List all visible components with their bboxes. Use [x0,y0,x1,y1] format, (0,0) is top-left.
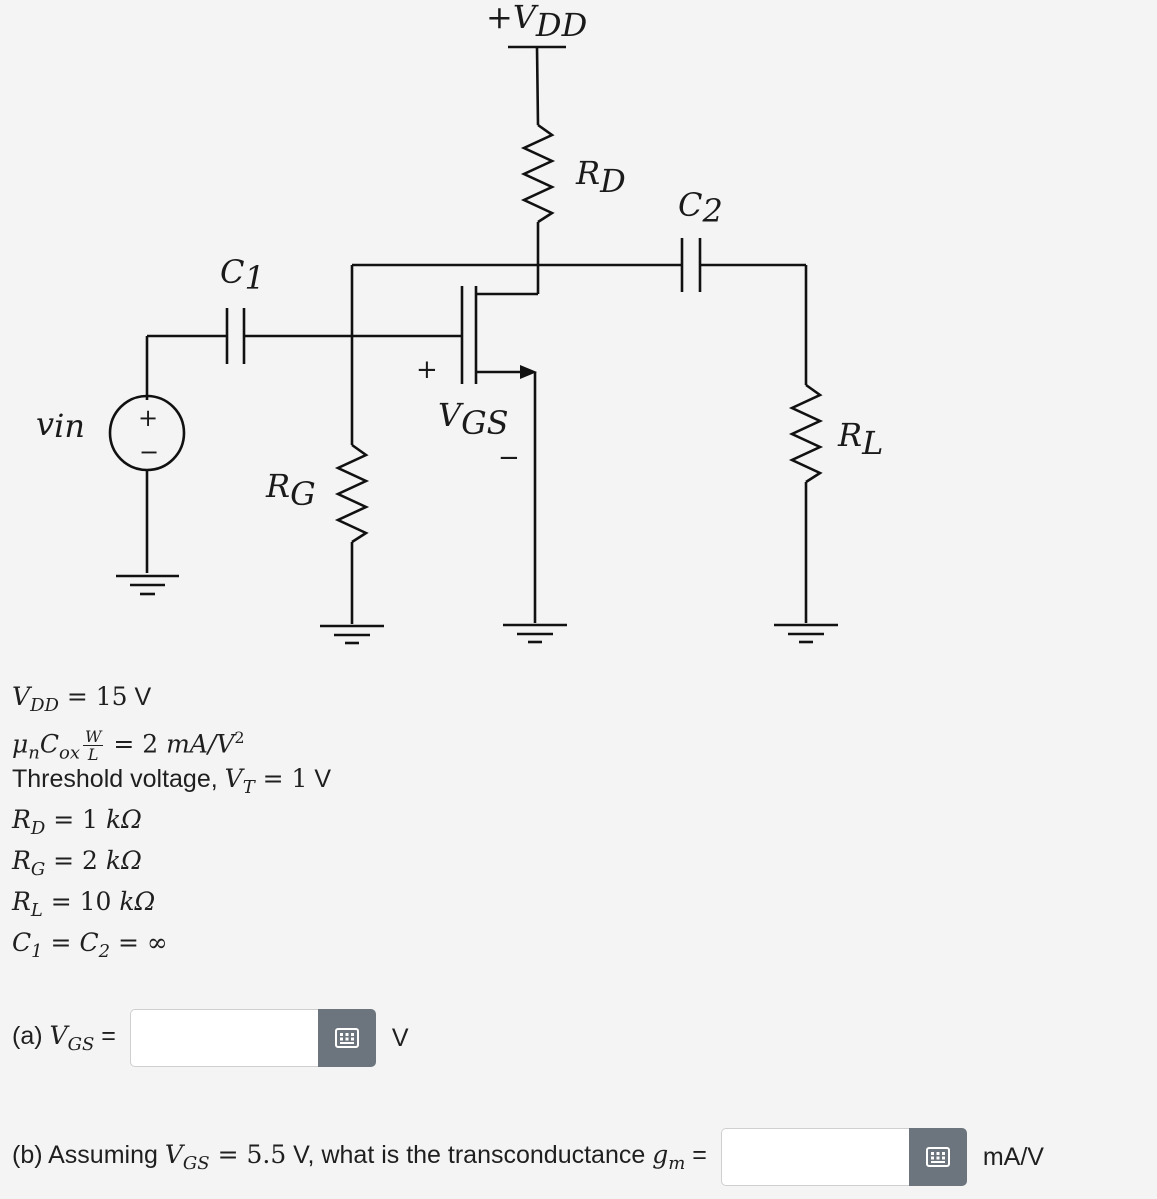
c2-label: C2 [678,186,723,230]
param-rl: RL = 10 kΩ [12,887,156,921]
rg-label: RG [265,467,316,513]
ground-icon [503,623,567,644]
rl-label: RL [837,416,883,462]
rl-resistor [788,383,824,484]
source-plus-sign: + [138,404,158,432]
question-b-label: (b) Assuming VGS = 5.5 V, what is the tr… [12,1140,707,1174]
rg-resistor [334,443,370,544]
rd-resistor [520,123,556,224]
question-b: (b) Assuming VGS = 5.5 V, what is the tr… [12,1128,1044,1186]
keypad-button-a[interactable] [317,1009,376,1067]
rd-label: RD [575,154,626,200]
mosfet-source-arrow [520,365,537,379]
question-a-label: (a) VGS = [12,1021,116,1055]
vin-label: vin [36,405,85,445]
ground-icon [320,624,384,645]
param-rg: RG = 2 kΩ [12,846,142,880]
c1-label: C1 [220,253,265,297]
ground-icon [116,574,179,596]
param-vt: Threshold voltage, VT = 1 V [12,764,332,798]
source-minus-sign: − [139,438,159,466]
circuit-wires [108,45,824,624]
question-a-unit: V [391,1023,409,1052]
vdd-label: +VDD [486,0,587,44]
vgs-minus-sign: − [498,443,520,473]
question-a: (a) VGS = V [12,1009,409,1067]
param-vdd: VDD = 15 V [12,682,152,716]
param-capacitors: C1 = C2 = ∞ [12,928,168,962]
calculator-icon [925,1147,950,1167]
circuit-diagram: +VDD RD C2 C1 vin RG VGS + − RL + − [36,0,883,645]
vgs-answer-input[interactable] [129,1009,318,1067]
question-b-unit: mA/V [982,1142,1044,1171]
gm-answer-input[interactable] [720,1128,909,1186]
calculator-icon [334,1028,359,1048]
vgs-label: VGS [438,396,509,442]
param-rd: RD = 1 kΩ [12,805,142,839]
keypad-button-b[interactable] [908,1128,967,1186]
vgs-plus-sign: + [416,355,438,385]
ground-icon [774,623,838,644]
